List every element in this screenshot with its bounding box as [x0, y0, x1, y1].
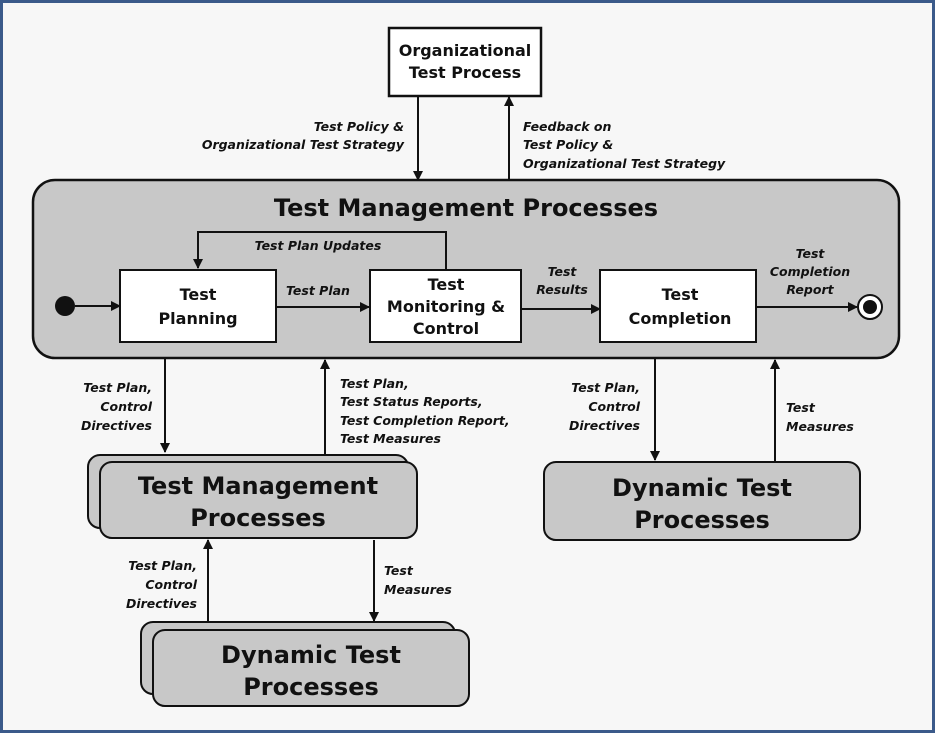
completion-line1: Test: [662, 285, 699, 304]
planning-line1: Test: [180, 285, 217, 304]
policy-label-2: Organizational Test Strategy: [202, 137, 405, 152]
right-down-label-3: Directives: [569, 418, 640, 433]
right-down-label-1: Test Plan,: [571, 380, 640, 395]
completion-report-label-2: Completion: [770, 264, 850, 279]
results-label-2: Results: [536, 282, 588, 297]
dyn-right-line2: Processes: [634, 506, 770, 534]
up-reports-label-4: Test Measures: [340, 431, 441, 446]
dynamic-test-bottom-box: Dynamic Test Processes: [140, 621, 470, 707]
bottom-up-label-1: Test Plan,: [128, 558, 197, 573]
bottom-down-label-1: Test: [384, 563, 414, 578]
up-reports-label-1: Test Plan,: [340, 376, 409, 391]
left-down-label-2: Control: [100, 399, 152, 414]
right-down-label-2: Control: [588, 399, 640, 414]
monitoring-line1: Test: [428, 275, 465, 294]
right-up-label-2: Measures: [786, 419, 854, 434]
bottom-down-label-2: Measures: [384, 582, 452, 597]
dynamic-test-right-box: Dynamic Test Processes: [543, 461, 861, 541]
dyn-bottom-line2: Processes: [243, 673, 379, 701]
test-completion-box: Test Completion: [599, 269, 757, 343]
test-monitoring-box: Test Monitoring & Control: [369, 269, 522, 343]
container-title: Test Management Processes: [274, 194, 658, 222]
completion-line2: Completion: [629, 309, 732, 328]
monitoring-line3: Control: [413, 319, 479, 338]
left-down-label-1: Test Plan,: [83, 380, 152, 395]
feedback-label-2: Test Policy &: [523, 137, 613, 152]
org-process-line1: Organizational: [399, 41, 532, 60]
right-up-label-1: Test: [786, 400, 816, 415]
feedback-label-1: Feedback on: [523, 119, 612, 134]
policy-label-1: Test Policy &: [314, 119, 404, 134]
planning-line2: Planning: [158, 309, 237, 328]
monitoring-line2: Monitoring &: [387, 297, 505, 316]
organizational-test-process-box: Organizational Test Process: [387, 26, 543, 98]
feedback-label-3: Organizational Test Strategy: [523, 156, 726, 171]
end-node: [857, 294, 883, 320]
org-process-line2: Test Process: [409, 63, 521, 82]
up-reports-label-3: Test Completion Report,: [340, 413, 510, 428]
results-label-1: Test: [548, 264, 578, 279]
completion-report-label-1: Test: [796, 246, 826, 261]
test-planning-box: Test Planning: [119, 269, 277, 343]
bottom-up-label-3: Directives: [126, 596, 197, 611]
start-node: [55, 296, 75, 316]
plan-updates-arrow: [193, 231, 447, 270]
completion-report-label-3: Report: [786, 282, 834, 297]
test-plan-label: Test Plan: [286, 283, 350, 298]
sub-tm-line1: Test Management: [138, 472, 378, 500]
plan-updates-label: Test Plan Updates: [255, 238, 382, 253]
dyn-right-line1: Dynamic Test: [612, 474, 792, 502]
up-reports-label-2: Test Status Reports,: [340, 394, 483, 409]
left-down-label-3: Directives: [81, 418, 152, 433]
sub-test-management-box: Test Management Processes: [87, 454, 418, 539]
dyn-bottom-line1: Dynamic Test: [221, 641, 401, 669]
bottom-up-label-2: Control: [145, 577, 197, 592]
sub-tm-line2: Processes: [190, 504, 326, 532]
